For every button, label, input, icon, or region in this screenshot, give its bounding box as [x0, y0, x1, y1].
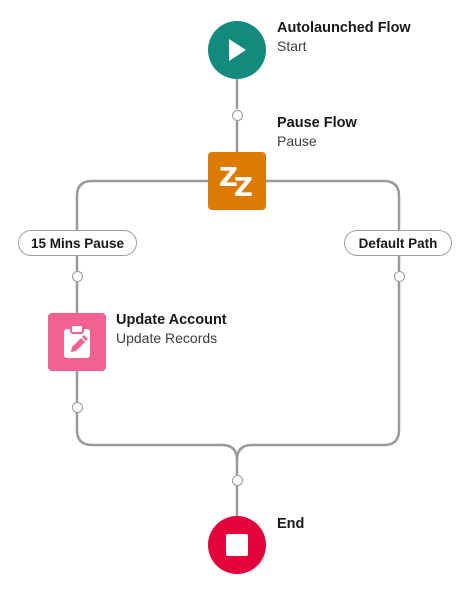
- pause-node-label: Pause Flow Pause: [277, 115, 357, 150]
- connector-branch-right: [264, 179, 401, 232]
- stop-icon: [226, 534, 248, 556]
- connector-endpoint[interactable]: [231, 474, 243, 486]
- update-account-node[interactable]: [48, 313, 106, 371]
- connector-endpoint[interactable]: [393, 270, 405, 282]
- zz-sleep-icon: Z Z: [219, 163, 253, 203]
- end-node[interactable]: [208, 516, 266, 574]
- path-pill-15-mins-pause[interactable]: 15 Mins Pause: [18, 230, 137, 256]
- connector-right-merge: [235, 279, 401, 462]
- clipboard-edit-icon: [64, 324, 90, 358]
- pause-node-title: Pause Flow: [277, 115, 357, 131]
- connector-branch-left: [75, 179, 210, 232]
- path-pill-default-path[interactable]: Default Path: [344, 230, 452, 256]
- start-node-subtitle: Start: [277, 38, 307, 55]
- end-node-title: End: [277, 516, 305, 532]
- update-node-label: Update Account Update Records: [116, 312, 227, 347]
- play-icon: [229, 39, 246, 61]
- start-node-title: Autolaunched Flow: [277, 20, 411, 36]
- connector-endpoint[interactable]: [71, 270, 83, 282]
- pause-node-subtitle: Pause: [277, 133, 317, 150]
- connector-left-merge: [75, 411, 239, 462]
- update-node-title: Update Account: [116, 312, 227, 328]
- connector-endpoint[interactable]: [231, 109, 243, 121]
- start-node[interactable]: [208, 21, 266, 79]
- start-node-label: Autolaunched Flow Start: [277, 20, 411, 55]
- pause-node[interactable]: Z Z: [208, 152, 266, 210]
- update-node-subtitle: Update Records: [116, 330, 218, 347]
- end-node-label: End: [277, 516, 304, 533]
- connector-endpoint[interactable]: [71, 401, 83, 413]
